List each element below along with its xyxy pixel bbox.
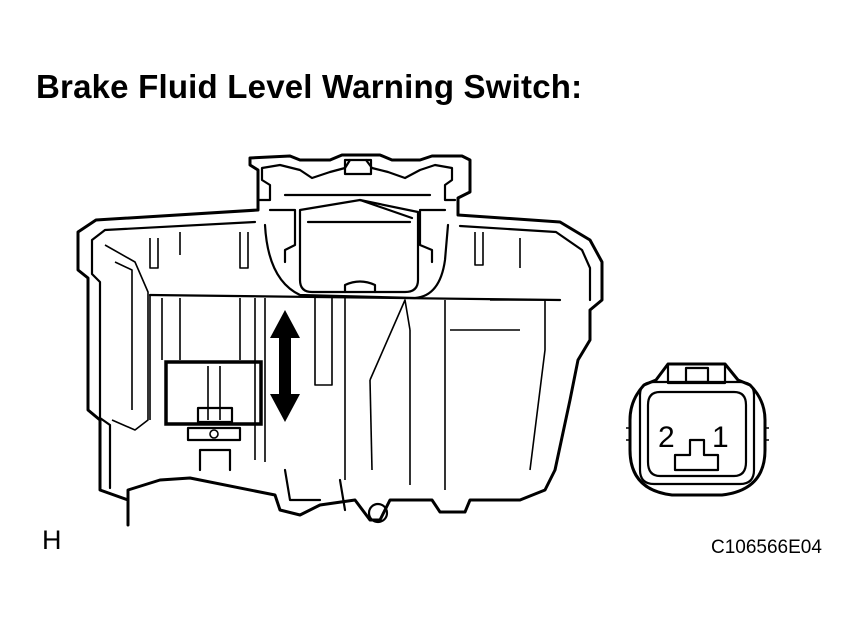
switch-connector-icon: 2 1 — [626, 362, 769, 497]
brake-fluid-reservoir-icon — [76, 153, 604, 527]
connector-pin-1-label: 1 — [712, 421, 729, 454]
connector-pin-2-label: 2 — [658, 421, 675, 454]
float-switch-icon — [164, 360, 263, 442]
figure-id: C106566E04 — [711, 537, 822, 558]
view-label: H — [42, 525, 62, 555]
up-down-arrow-icon — [270, 310, 300, 422]
diagram-title: Brake Fluid Level Warning Switch: — [36, 68, 583, 105]
